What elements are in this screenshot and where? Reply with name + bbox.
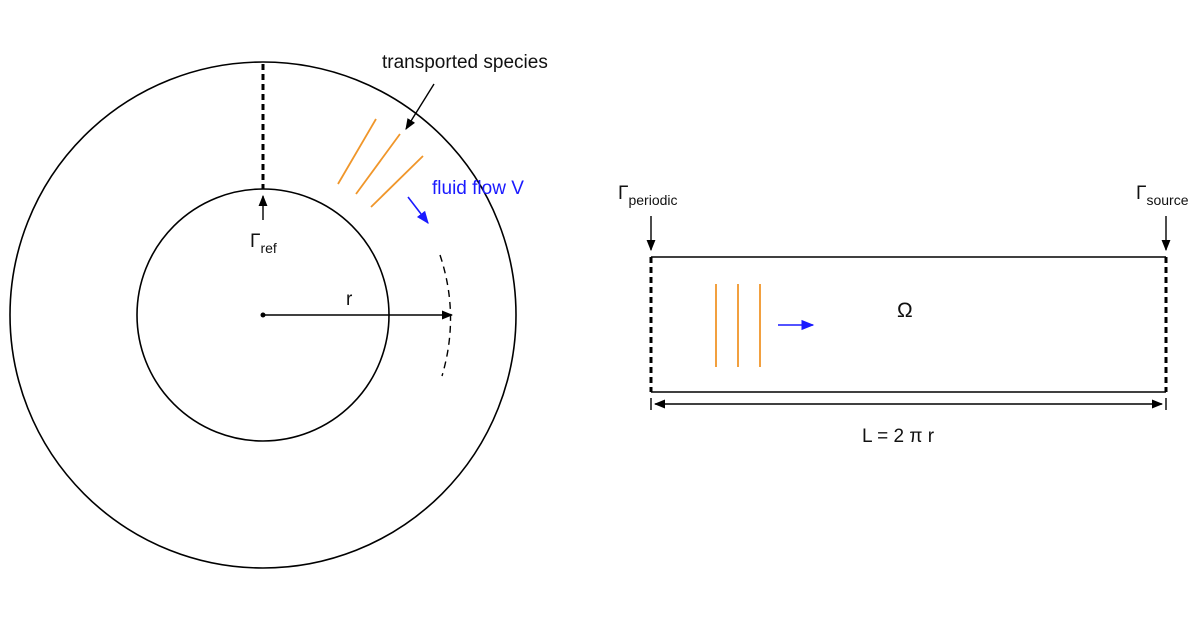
species-pointer-arrow [405, 83, 435, 130]
gamma-periodic-label: Γperiodic [618, 183, 678, 208]
species-line [337, 118, 377, 185]
center-dot [260, 312, 266, 318]
dashed-arc [439, 254, 452, 377]
species-lines-annulus [337, 118, 424, 208]
outer-circle [9, 61, 517, 569]
length-formula-label: L = 2 π r [862, 426, 935, 447]
gamma-source-label: Γsource [1136, 183, 1189, 208]
radius-label: r [346, 289, 353, 310]
flow-arrow-annulus [407, 196, 429, 225]
transported-species-label: transported species [382, 52, 548, 73]
species-line [355, 133, 401, 195]
omega-label: Ω [897, 299, 913, 322]
gamma-ref-label: Γref [250, 231, 277, 256]
species-lines-rectangle [715, 284, 761, 367]
fluid-flow-label: fluid flow V [432, 178, 524, 199]
species-line [370, 155, 424, 208]
